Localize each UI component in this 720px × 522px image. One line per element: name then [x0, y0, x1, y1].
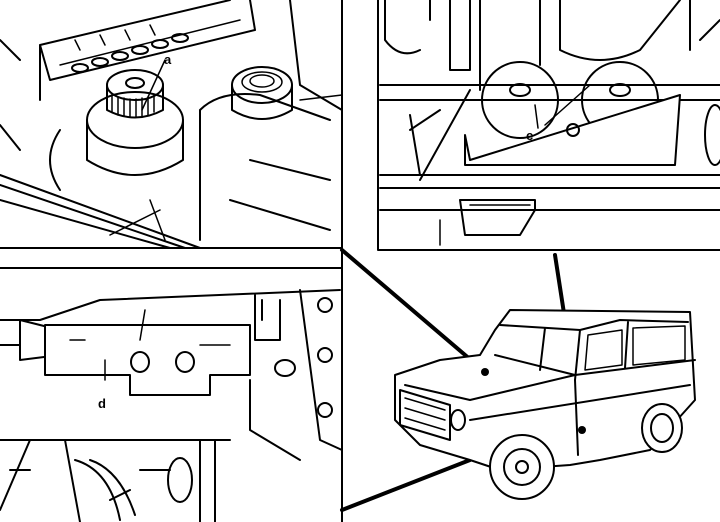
panel-valves	[379, 0, 720, 246]
callout-a: a	[164, 52, 172, 67]
vehicle-overview	[340, 248, 696, 512]
panel-reservoir	[0, 0, 343, 249]
callout-d: d	[98, 396, 106, 411]
panel-valve-unit	[0, 289, 343, 522]
callout-c: c	[526, 128, 533, 143]
